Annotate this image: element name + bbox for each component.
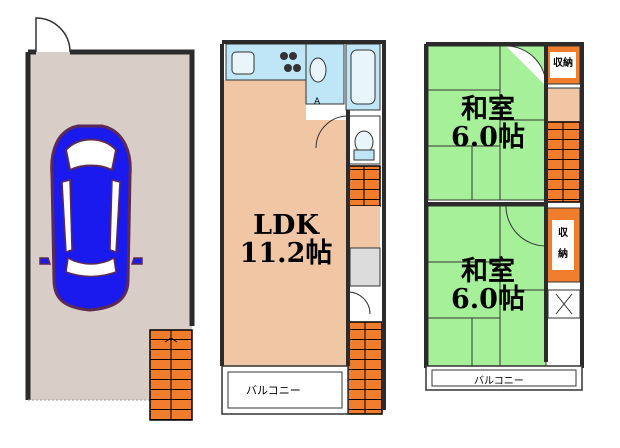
balcony-mid-label: バルコニー [246, 384, 301, 397]
ldk-size: 11.2帖 [239, 238, 333, 270]
washitsu-upper-name: 和室 [461, 94, 515, 125]
washitsu-upper-size: 6.0帖 [451, 122, 525, 154]
middle-floor: A [220, 40, 386, 415]
washitsu-lower-name: 和室 [461, 256, 515, 287]
closet-lower-char-2: 納 [558, 248, 568, 260]
closet-lower-label: 収 納 [552, 228, 574, 261]
upper-floor [424, 42, 584, 391]
washitsu-lower-size: 6.0帖 [451, 284, 525, 316]
closet-lower-char-1: 収 [558, 228, 568, 239]
washitsu-upper-label: 和室 6.0帖 [438, 94, 538, 154]
car-icon [39, 124, 143, 312]
balcony-right-label: バルコニー [474, 376, 524, 387]
svg-text:A: A [314, 97, 321, 107]
washitsu-lower-label: 和室 6.0帖 [438, 256, 538, 316]
ldk-label: LDK 11.2帖 [236, 210, 336, 270]
ldk-name: LDK [253, 210, 319, 241]
closet-upper-label: 収納 [553, 58, 573, 69]
garage-door-swing [35, 17, 71, 53]
